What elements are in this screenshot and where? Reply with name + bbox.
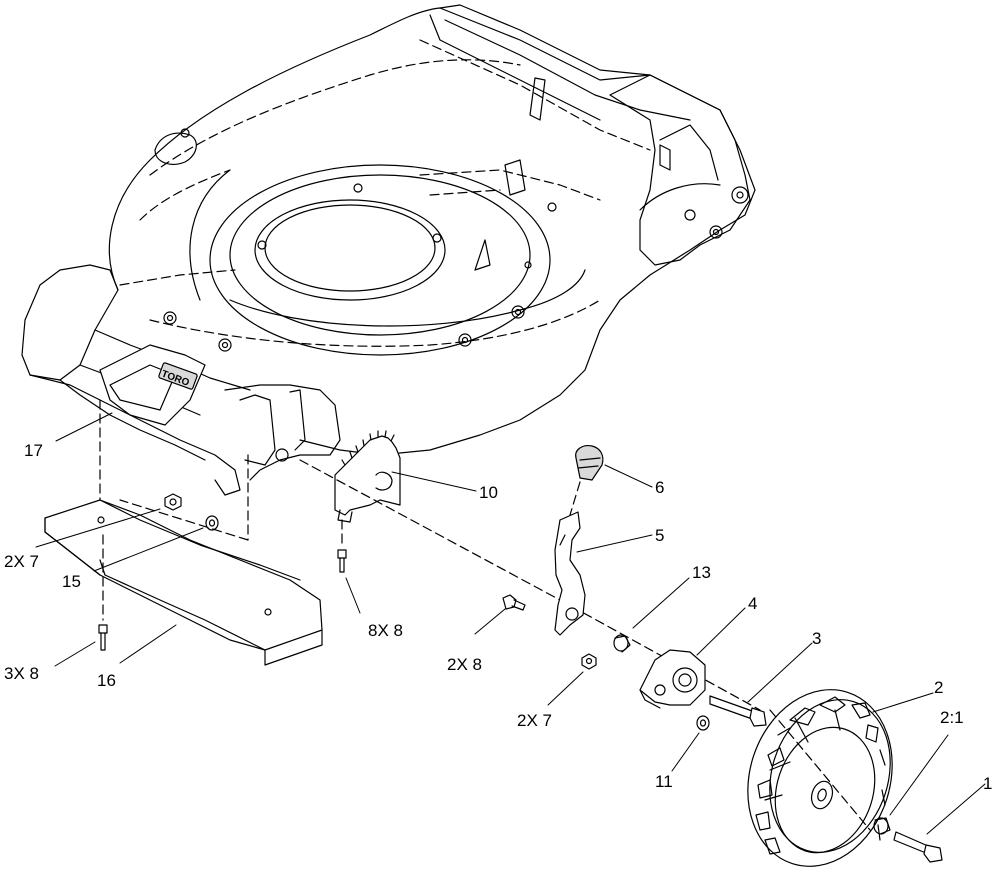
height-adjust-plate	[334, 430, 401, 523]
toro-decal: TORO	[99, 344, 206, 426]
screw-3x8	[98, 534, 108, 651]
callout-2x8: 2X 8	[447, 655, 482, 674]
adjust-knob	[575, 445, 604, 481]
callout-15: 15	[62, 572, 81, 591]
wheel-bolt	[893, 831, 943, 863]
callout-10: 10	[479, 483, 498, 502]
callout-16: 16	[97, 671, 116, 690]
callout-13: 13	[692, 563, 711, 582]
callout-6: 6	[655, 478, 665, 497]
wheel-bracket	[639, 649, 706, 709]
wheel-bushing	[873, 817, 891, 835]
callout-2x7-center: 2X 7	[517, 711, 552, 730]
nut-center	[581, 653, 597, 670]
callout-2-1: 2:1	[940, 708, 964, 727]
height-lever	[554, 511, 586, 636]
callout-5: 5	[655, 526, 665, 545]
callout-3: 3	[812, 629, 822, 648]
callout-3x8: 3X 8	[4, 664, 39, 683]
screw-8x8	[337, 519, 347, 573]
baffle-plate	[44, 499, 323, 666]
screw-2x8	[502, 594, 526, 611]
nut-left	[164, 493, 182, 511]
mower-deck-housing: TORO	[21, 4, 756, 541]
wheel-washer	[696, 715, 710, 731]
callout-1: 1	[983, 774, 993, 793]
callout-2x7-left: 2X 7	[4, 552, 39, 571]
callout-11: 11	[655, 772, 673, 791]
callout-8x8: 8X 8	[368, 621, 403, 640]
spacer	[613, 634, 631, 653]
leader-lines	[35, 412, 986, 835]
shoulder-bolt	[709, 695, 767, 727]
callout-2: 2	[934, 678, 944, 697]
washer-left	[205, 515, 219, 531]
callout-17: 17	[24, 441, 43, 460]
callout-4: 4	[748, 594, 758, 613]
wheel	[747, 689, 893, 867]
